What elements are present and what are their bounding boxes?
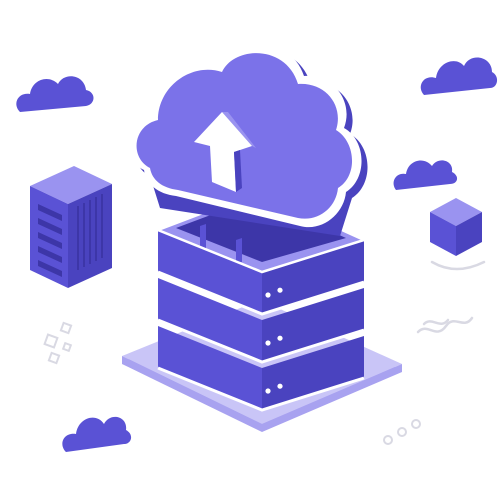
indicator-light: [265, 340, 271, 346]
server-unit-separator: [157, 270, 365, 316]
server-tower-vents: [77, 194, 103, 270]
server-unit-right-face: [262, 288, 364, 362]
indicator-light: [265, 388, 271, 394]
dot-decoration-left: [43, 321, 73, 365]
server-unit-2: [157, 278, 365, 364]
dot-decoration-bottom-right: [383, 419, 421, 445]
server-unit-3: [157, 326, 365, 412]
small-cloud-icon-bottom-left: [62, 416, 132, 452]
server-unit-1: [157, 230, 365, 316]
server-unit-separator: [157, 366, 365, 412]
server-tower-slots: [38, 204, 62, 277]
server-tower-icon: [30, 166, 112, 288]
server-unit-separator: [157, 318, 365, 364]
server-unit-left-face: [158, 230, 262, 314]
indicator-light: [277, 335, 283, 341]
cube-icon: [430, 198, 486, 271]
small-cloud-icon-top-right: [420, 57, 498, 95]
small-cloud-icon-mid-right: [393, 160, 458, 190]
upload-arrow-icon: [194, 112, 256, 192]
cloud-upload-icon: [129, 43, 368, 237]
server-unit-right-face: [262, 336, 364, 410]
indicator-light: [265, 292, 271, 298]
squiggle-decoration: [416, 316, 474, 334]
server-unit-left-face: [158, 326, 262, 410]
indicator-light: [277, 383, 283, 389]
indicator-light: [277, 287, 283, 293]
server-unit-right-face: [262, 240, 364, 314]
small-cloud-icon-top-left: [16, 76, 94, 112]
server-unit-left-face: [158, 278, 262, 362]
rack-rail: [236, 238, 242, 262]
